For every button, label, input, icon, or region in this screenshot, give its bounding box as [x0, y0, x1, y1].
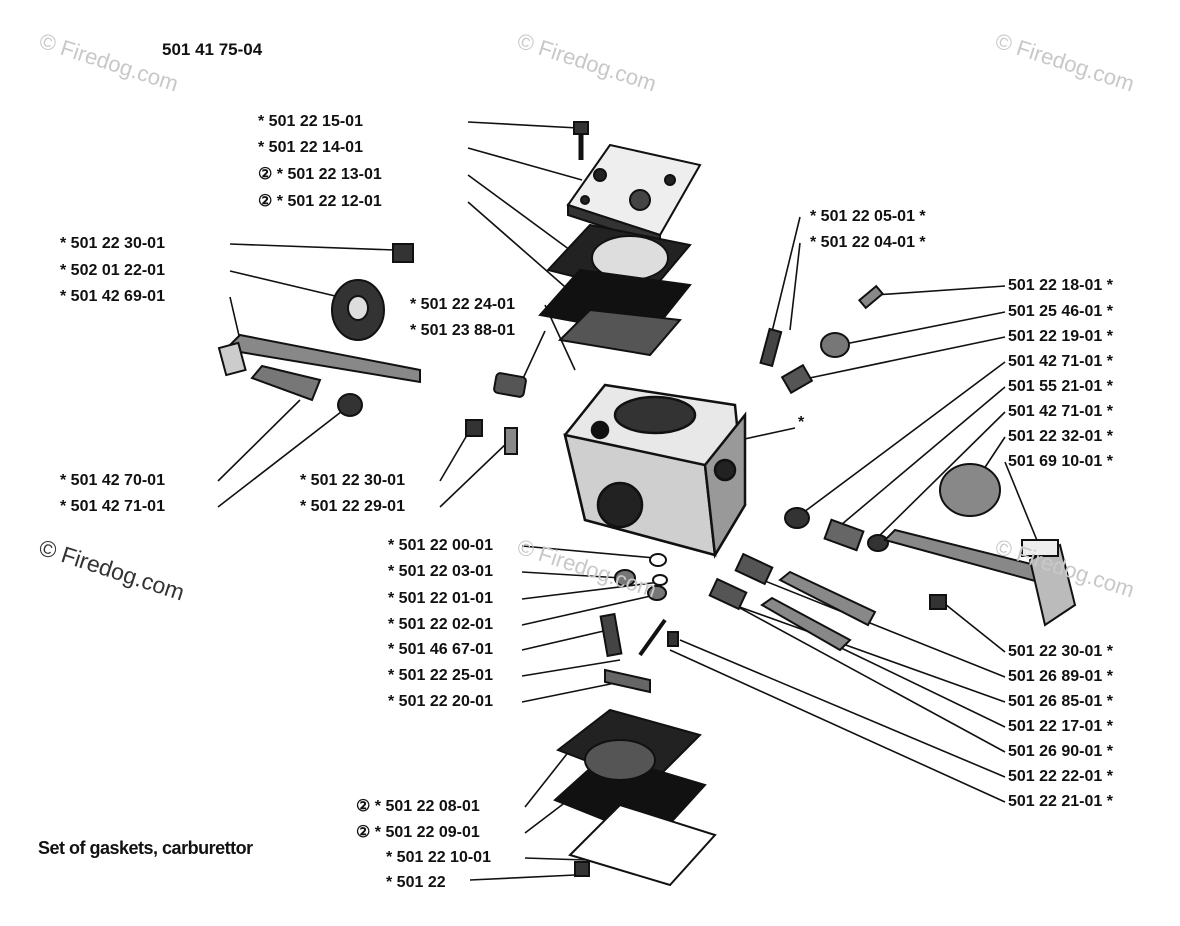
part-label-right-leader: [834, 386, 1006, 531]
part-label-right-leader: [939, 599, 1006, 653]
part-label-left: * 501 22 15-01: [258, 113, 363, 130]
part-label-left: * 501 22 25-01: [388, 667, 493, 684]
leader-lines: [217, 121, 1046, 881]
part-label-left: * 501 42 71-01: [60, 498, 165, 515]
part-label-left: * 501 22 01-01: [388, 590, 493, 607]
part-label-left-leader: [467, 121, 579, 129]
part-label-left: * 501 22 20-01: [388, 693, 493, 710]
inlet-fitting: [759, 284, 885, 395]
part-label-left-leader: [229, 296, 241, 341]
adjusting-needles: [708, 552, 877, 652]
part-label-left-leader: [217, 404, 351, 508]
part-label-left: * 501 22 29-01: [300, 498, 405, 515]
part-label-left-leader: [467, 174, 571, 251]
part-label-right-leader: [839, 311, 1006, 346]
part-label-right: 501 25 46-01 *: [1008, 303, 1113, 320]
body-asterisk: *: [798, 414, 805, 431]
part-label-right: 501 42 71-01 *: [1008, 403, 1113, 420]
cover-screw: [573, 121, 589, 160]
part-label-right: 501 69 10-01 *: [1008, 453, 1113, 470]
part-label-right: 501 55 21-01 *: [1008, 378, 1113, 395]
part-label-left-leader: [521, 594, 656, 626]
part-label-right: 501 26 89-01 *: [1008, 668, 1113, 685]
part-label-left: * 501 22 24-01: [410, 296, 515, 313]
part-label-right-leader: [799, 361, 1006, 516]
carburettor-body: [563, 383, 747, 559]
part-label-left-leader: [521, 629, 609, 651]
part-label-left: * 501 22: [386, 874, 446, 891]
part-label-left-leader: [521, 581, 661, 600]
part-label-left-leader: [519, 330, 546, 386]
part-label-left-leader: [469, 874, 576, 881]
part-label-left-leader: [439, 429, 471, 482]
part-label-left-leader: [467, 147, 583, 181]
part-label-right-leader: [874, 285, 1006, 296]
part-label-right: 501 22 21-01 *: [1008, 793, 1113, 810]
part-label-right: 501 22 32-01 *: [1008, 428, 1113, 445]
throttle-shaft: [217, 243, 421, 384]
part-label-right: 501 22 17-01 *: [1008, 718, 1113, 735]
part-label-top: * 501 22 04-01 *: [810, 234, 926, 251]
part-label-left-leader: [439, 439, 511, 508]
part-label-right: 501 26 85-01 *: [1008, 693, 1113, 710]
part-label-right: 501 22 19-01 *: [1008, 328, 1113, 345]
part-label-left: * 501 22 10-01: [386, 849, 491, 866]
metering-parts: [599, 553, 679, 694]
metering-gaskets: [553, 708, 717, 887]
part-label-right: 501 22 22-01 *: [1008, 768, 1113, 785]
part-label-left: * 501 22 14-01: [258, 139, 363, 156]
part-label-top-leader: [789, 242, 801, 331]
part-label-top-leader: [769, 216, 801, 341]
choke-assembly: [784, 463, 1077, 627]
part-label-left: * 501 42 70-01: [60, 472, 165, 489]
part-label-left-leader: [521, 545, 656, 559]
part-label-right: 501 22 30-01 *: [1008, 643, 1113, 660]
part-label-left-leader: [524, 857, 586, 861]
part-label-left-leader: [467, 201, 581, 301]
part-label-left: * 501 22 03-01: [388, 563, 493, 580]
part-label-right-leader: [719, 599, 1006, 703]
part-label-right: 501 26 90-01 *: [1008, 743, 1113, 760]
diagram-caption: Set of gaskets, carburettor: [38, 838, 253, 858]
part-label-left: * 502 01 22-01: [60, 262, 165, 279]
part-label-left: ② * 501 22 09-01: [356, 824, 480, 841]
part-label-left-leader: [521, 571, 623, 579]
body-asterisk-leader: [739, 427, 796, 441]
part-label-left: * 501 22 02-01: [388, 616, 493, 633]
part-label-right: 501 42 71-01 *: [1008, 353, 1113, 370]
part-label-left-leader: [229, 270, 353, 301]
part-label-left-leader: [524, 749, 571, 808]
part-label-right-leader: [679, 639, 1006, 778]
part-label-left-leader: [521, 659, 621, 677]
shaft-spring: [250, 364, 363, 417]
part-label-right-leader: [749, 574, 1006, 678]
part-label-right-leader: [834, 644, 1006, 728]
part-label-top: * 501 22 05-01 *: [810, 208, 926, 225]
part-label-left: * 501 22 30-01: [60, 235, 165, 252]
diagram-title: 501 41 75-04: [162, 40, 263, 59]
part-label-left: * 501 23 88-01: [410, 322, 515, 339]
part-label-right: 501 22 18-01 *: [1008, 277, 1113, 294]
part-label-right-leader: [874, 411, 1006, 541]
part-label-right-leader: [799, 336, 1006, 381]
part-label-left: * 501 22 30-01: [300, 472, 405, 489]
part-label-left-leader: [217, 399, 301, 482]
part-label-left: ② * 501 22 08-01: [356, 798, 480, 815]
part-label-left: ② * 501 22 13-01: [258, 166, 382, 183]
part-label-right-leader: [739, 607, 1006, 753]
idle-lever: [465, 372, 527, 455]
pump-diaphragm: [538, 223, 692, 357]
part-label-left: * 501 46 67-01: [388, 641, 493, 658]
part-label-left: * 501 42 69-01: [60, 288, 165, 305]
part-label-left: ② * 501 22 12-01: [258, 193, 382, 210]
part-label-right-leader: [669, 649, 1006, 803]
part-label-left: * 501 22 00-01: [388, 537, 493, 554]
part-label-left-leader: [229, 243, 396, 251]
